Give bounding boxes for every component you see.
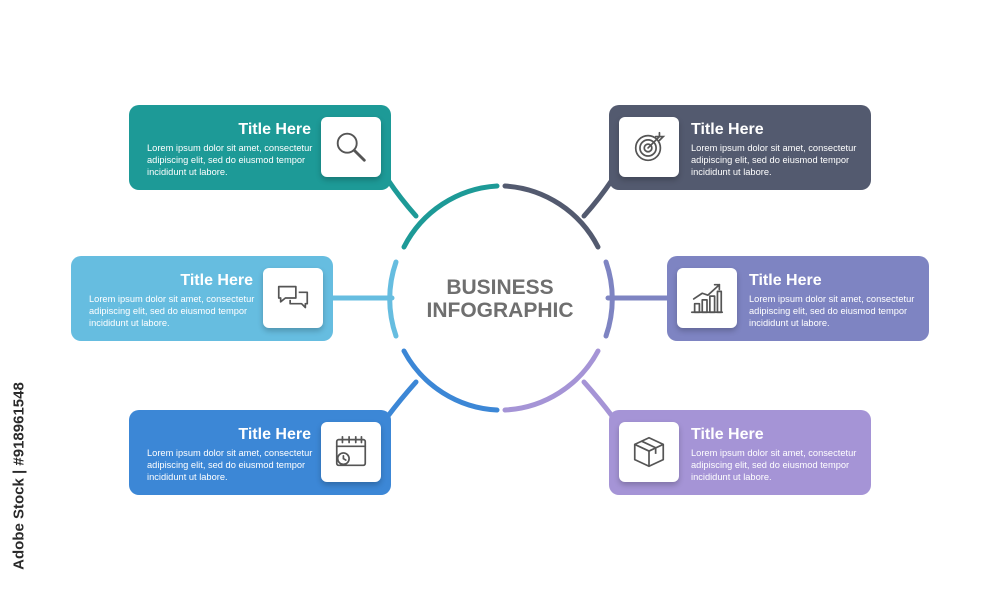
ring-segment-top-right	[502, 183, 601, 250]
calendar-clock-icon	[335, 435, 367, 467]
card-title: Title Here	[238, 426, 311, 443]
package-box-icon	[633, 436, 665, 468]
icon-box	[263, 268, 323, 328]
card-body: Lorem ipsum dolor sit amet, consectetur …	[691, 143, 857, 177]
card-title: Title Here	[691, 121, 764, 138]
ring-segment-top-left	[401, 183, 500, 250]
card-body: Lorem ipsum dolor sit amet, consectetur …	[89, 294, 255, 328]
connector-bottom-right	[581, 379, 615, 419]
growth-chart-icon	[690, 283, 724, 314]
center-title-line2: INFOGRAPHIC	[426, 299, 574, 322]
card-title: Title Here	[238, 121, 311, 138]
target-icon	[634, 131, 666, 162]
icon-box	[619, 117, 679, 177]
chat-icon	[277, 285, 309, 309]
card-middle-left: Title Here Lorem ipsum dolor sit amet, c…	[71, 256, 333, 341]
stock-watermark: Adobe Stock | #918961548	[6, 365, 32, 587]
card-body: Lorem ipsum dolor sit amet, consectetur …	[147, 448, 313, 482]
card-body: Lorem ipsum dolor sit amet, consectetur …	[749, 294, 915, 328]
icon-box	[677, 268, 737, 328]
card-title: Title Here	[691, 426, 764, 443]
card-top-right: Title Here Lorem ipsum dolor sit amet, c…	[609, 105, 871, 190]
card-title: Title Here	[749, 272, 822, 289]
card-body: Lorem ipsum dolor sit amet, consectetur …	[691, 448, 857, 482]
watermark-text: Adobe Stock | #918961548	[10, 382, 28, 570]
card-bottom-right: Title Here Lorem ipsum dolor sit amet, c…	[609, 410, 871, 495]
card-bottom-left: Title Here Lorem ipsum dolor sit amet, c…	[129, 410, 391, 495]
search-icon	[336, 132, 366, 162]
connector-top-right	[581, 177, 615, 219]
ring-segment-bottom-left	[401, 348, 500, 413]
card-middle-right: Title Here Lorem ipsum dolor sit amet, c…	[667, 256, 929, 341]
connector-top-left	[385, 177, 419, 219]
center-title-line1: BUSINESS	[446, 276, 554, 299]
connector-bottom-left	[385, 379, 419, 419]
card-body: Lorem ipsum dolor sit amet, consectetur …	[147, 143, 313, 177]
ring-segment-bottom-right	[502, 348, 601, 413]
card-title: Title Here	[180, 272, 253, 289]
icon-box	[321, 117, 381, 177]
card-top-left: Title Here Lorem ipsum dolor sit amet, c…	[129, 105, 391, 190]
icon-box	[619, 422, 679, 482]
center-title: BUSINESS INFOGRAPHIC	[400, 276, 600, 322]
icon-box	[321, 422, 381, 482]
